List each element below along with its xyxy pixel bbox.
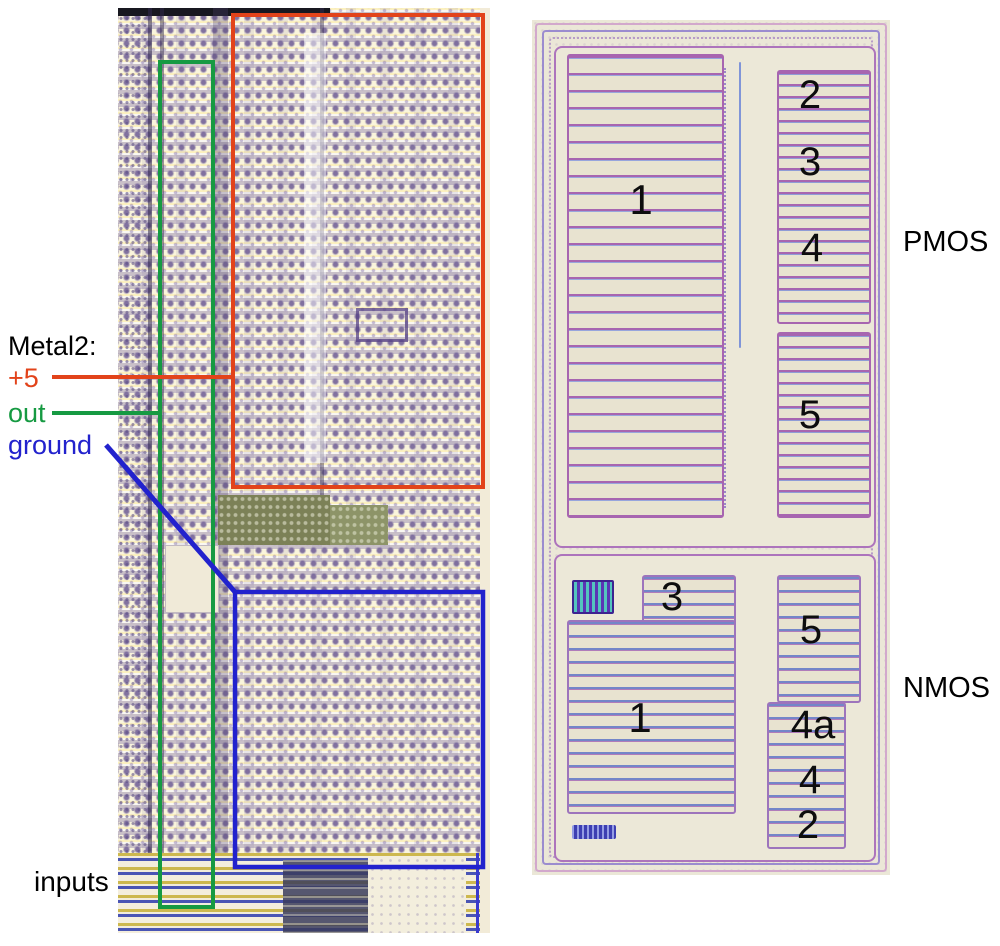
pmos-region-2-3-4-gates (777, 70, 871, 324)
pale-cell-block (165, 545, 219, 613)
nmos-section-label: NMOS (903, 672, 990, 704)
vertical-metal-trace (148, 8, 152, 933)
pmos-region-1-gates (567, 54, 724, 518)
inputs-label: inputs (34, 866, 109, 897)
vertical-metal-band (213, 8, 228, 933)
bottom-dark-block (283, 860, 368, 933)
nmos-region-4-label: 4 (798, 758, 822, 802)
legend-plus5-label: +5 (8, 363, 39, 393)
pmos-region-1-label: 1 (629, 176, 653, 223)
pmos-region-5-label: 5 (798, 393, 822, 437)
nmos-region-4a-4-2-gates (767, 702, 846, 849)
metal-rect-outline (356, 308, 408, 342)
guard-ring-middle (542, 30, 880, 865)
nmos-region-3-gates (642, 575, 736, 625)
pmos-transistor-block (554, 46, 876, 548)
legend-title: Metal2: (8, 331, 97, 361)
routing-channel (304, 33, 326, 463)
nmos-region-1-gates (567, 620, 736, 814)
nmos-region-2-label: 2 (796, 803, 820, 847)
top-dark-bar (118, 8, 330, 16)
pmos-region-5-gates (777, 332, 871, 518)
bottom-blue-trace (476, 853, 479, 933)
vertical-metal-trace (160, 8, 164, 933)
nmos-region-5-label: 5 (799, 608, 823, 652)
poly-stub-line (739, 62, 741, 348)
guard-ring-outer (535, 23, 887, 872)
poly-contact-column (724, 68, 726, 508)
pmos-section-label: PMOS (903, 226, 989, 258)
legend-out-label: out (8, 398, 46, 428)
pmos-region-2-label: 2 (798, 73, 822, 117)
left-die-photo (118, 8, 490, 933)
dense-contact-block (330, 505, 388, 545)
nmos-region-1-label: 1 (628, 694, 652, 741)
photo-right-margin (480, 8, 490, 933)
legend-ground-label: ground (8, 430, 93, 460)
pmos-region-3-label: 3 (798, 140, 822, 184)
nmos-transistor-block (554, 554, 876, 862)
contact-pad-square (572, 580, 614, 614)
right-die-photo: 1 2 3 4 5 3 5 1 4a 4 2 (532, 20, 890, 875)
bottom-pale-block (368, 856, 466, 933)
nmos-region-3-label: 3 (660, 575, 684, 619)
bottom-contact-bar (572, 825, 616, 839)
nmos-region-4a-label: 4a (790, 703, 836, 747)
pmos-region-4-label: 4 (800, 226, 824, 270)
via-column-texture (118, 8, 148, 933)
dense-contact-block (218, 495, 330, 545)
